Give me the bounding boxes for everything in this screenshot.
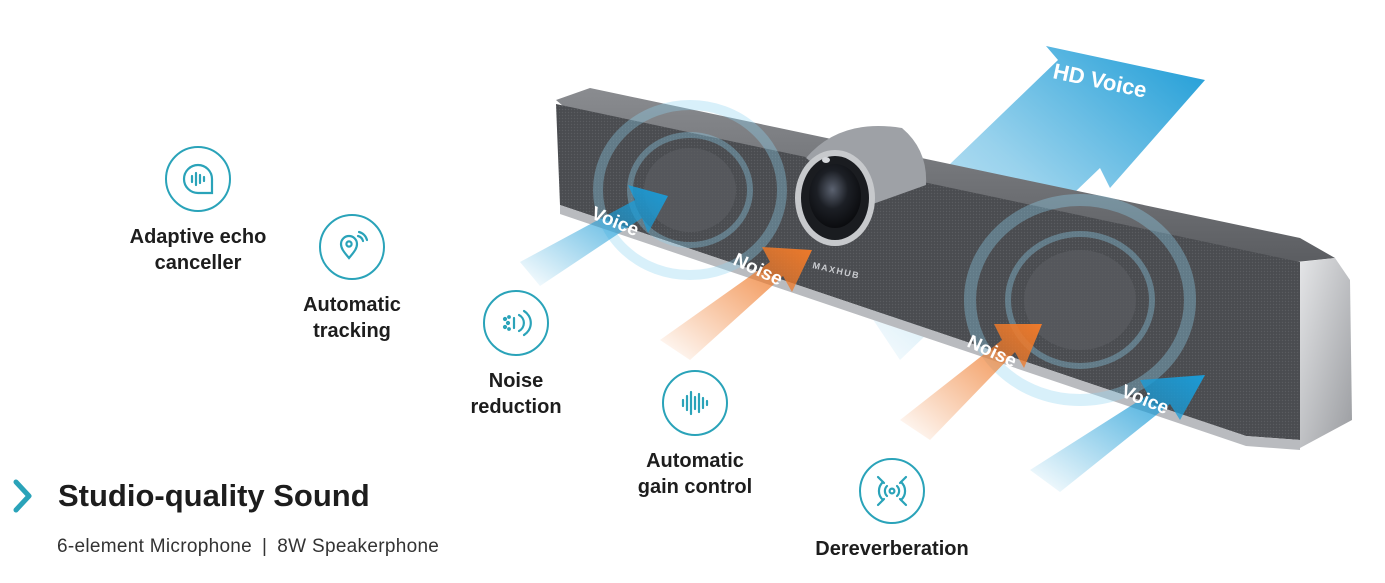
noise-arrow-center: Noise [660, 247, 812, 360]
echo-canceller-icon [165, 146, 231, 212]
chevron-right-icon [13, 479, 32, 513]
spec-microphone: 6-element Microphone [57, 536, 253, 557]
feature-label: Dereverberation [815, 538, 969, 560]
section-title: Studio-quality Sound [58, 478, 370, 513]
feature-adaptive-echo-canceller: Adaptive echo canceller [108, 146, 288, 276]
section-heading: Studio-quality Sound [12, 478, 370, 514]
location-tracking-icon [319, 214, 385, 280]
feature-label: Noise reduction [470, 370, 562, 418]
sound-wave-icon [662, 370, 728, 436]
feature-dereverberation: Dereverberation [800, 458, 984, 562]
feature-label: Automatic gain control [637, 450, 753, 498]
spec-line: 6-element Microphone | 8W Speakerphone [57, 536, 439, 558]
spec-speakerphone: 8W Speakerphone [277, 536, 440, 557]
spec-separator: | [262, 536, 268, 557]
voice-arrow-right: Voice [1030, 375, 1205, 492]
feature-automatic-tracking: Automatic tracking [272, 214, 432, 344]
feature-automatic-gain-control: Automatic gain control [610, 370, 780, 500]
feature-label: Adaptive echo canceller [129, 226, 267, 274]
feature-noise-reduction: Noise reduction [436, 290, 596, 420]
camera-module [795, 126, 927, 246]
noise-reduction-icon [483, 290, 549, 356]
sound-bar: MAXHUB [556, 88, 1352, 450]
noise-arrow-right: Noise [900, 324, 1042, 440]
feature-label: Automatic tracking [303, 294, 401, 342]
dereverberation-icon [859, 458, 925, 524]
